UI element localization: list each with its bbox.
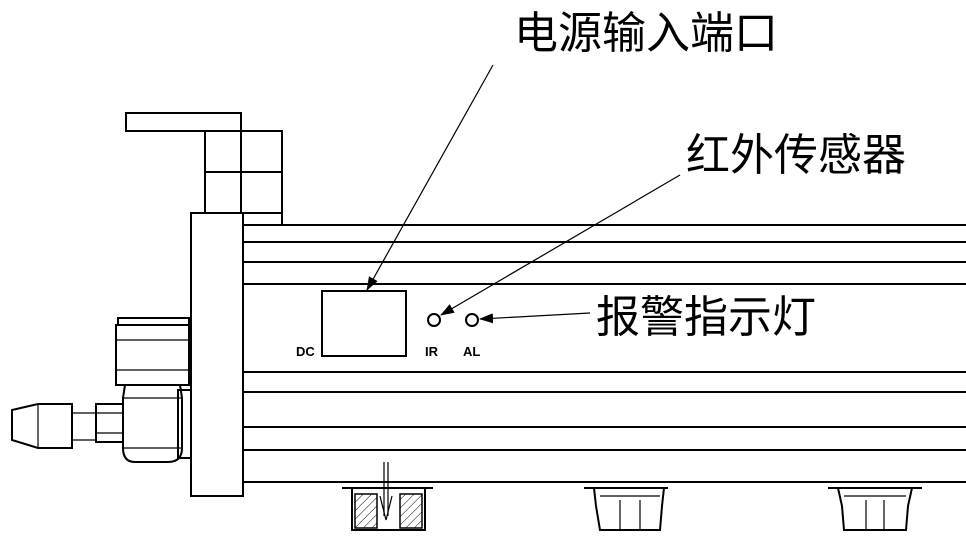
ir-sensor	[427, 313, 441, 327]
callout-ir-sensor: 红外传感器	[686, 130, 906, 181]
alarm-led	[465, 313, 479, 327]
al-label: AL	[463, 344, 480, 359]
leader-power-port	[366, 64, 494, 291]
ir-label: IR	[425, 344, 439, 359]
air-fitting	[11, 317, 192, 463]
leader-ir-sensor	[440, 174, 681, 316]
emitter-pin-1	[342, 462, 433, 531]
emitter-pin-2	[584, 487, 668, 531]
leader-alarm-led	[479, 312, 591, 324]
callout-power-port: 电源输入端口	[514, 8, 778, 59]
emitter-pin-3	[828, 487, 922, 531]
mounting-bracket	[125, 112, 283, 214]
main-housing	[243, 213, 966, 483]
dc-label: DC	[296, 344, 315, 359]
callout-alarm-led: 报警指示灯	[596, 292, 816, 343]
end-cap	[190, 212, 244, 497]
dc-port	[321, 290, 407, 357]
